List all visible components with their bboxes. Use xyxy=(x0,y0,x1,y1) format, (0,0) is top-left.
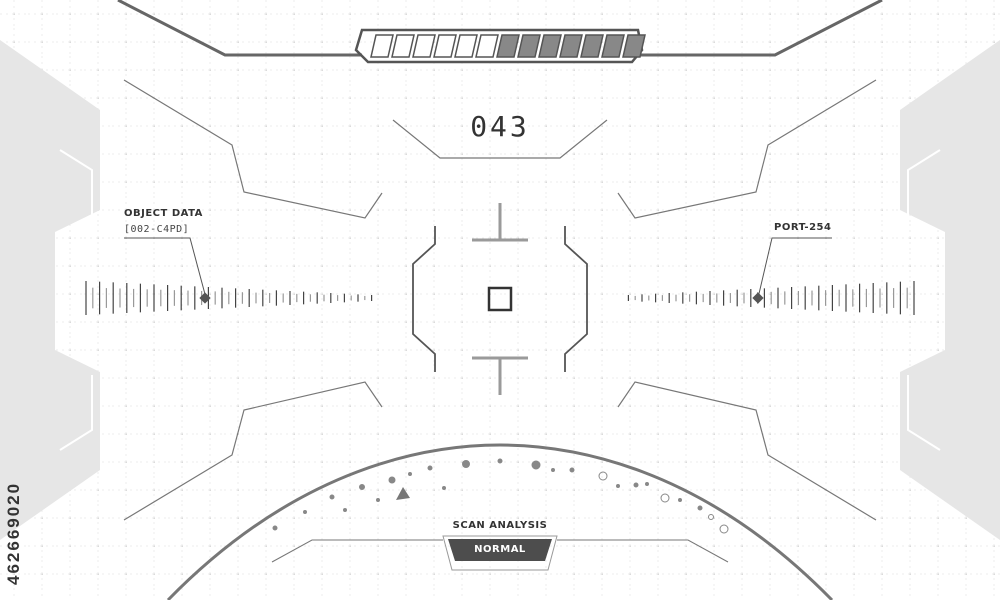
left-panel-inner-line xyxy=(59,149,93,451)
left-tick-ruler xyxy=(85,281,373,315)
scan-dot xyxy=(359,484,365,490)
segment-bar-cell xyxy=(370,34,394,58)
scan-dot xyxy=(678,498,682,502)
segment-bar-cell xyxy=(496,34,520,58)
scan-dot xyxy=(343,508,347,512)
object-data-pointer-line xyxy=(124,237,207,299)
scan-dot xyxy=(427,465,433,471)
scan-analysis-title: SCAN ANALYSIS xyxy=(452,520,548,531)
scan-dot xyxy=(272,525,278,531)
bracket-bottom-right xyxy=(617,381,877,521)
scan-dot xyxy=(388,476,396,484)
scanner-arc xyxy=(166,443,834,600)
counter-bracket xyxy=(392,119,608,159)
object-data-title: OBJECT DATA xyxy=(124,208,203,219)
scan-dot xyxy=(708,514,714,520)
center-reticle xyxy=(412,203,588,395)
right-side-panel xyxy=(900,40,1000,540)
segment-bar-cell xyxy=(580,34,604,58)
scan-dot xyxy=(719,524,729,534)
segment-bar-frame xyxy=(354,28,644,64)
scan-arrow-icon xyxy=(396,487,410,500)
status-badge: NORMAL xyxy=(474,544,526,555)
segment-bar-cell xyxy=(433,34,457,58)
segment-bar-cell xyxy=(538,34,562,58)
segment-bar xyxy=(370,34,646,58)
left-side-panel xyxy=(0,40,100,540)
object-data-code: [002-C4PD] xyxy=(124,224,190,235)
bracket-top-left xyxy=(123,79,383,219)
object-data-marker xyxy=(199,292,211,304)
port-pointer-line xyxy=(757,237,832,299)
scan-dot xyxy=(497,458,503,464)
segment-bar-cell xyxy=(559,34,583,58)
status-badge-frame xyxy=(442,535,558,571)
right-tick-ruler xyxy=(627,281,915,315)
segment-bar-cell xyxy=(622,34,646,58)
segment-bar-cell xyxy=(517,34,541,58)
segment-bar-cell xyxy=(601,34,625,58)
scan-dot xyxy=(442,486,446,490)
status-badge-background xyxy=(448,539,552,561)
scan-dot xyxy=(616,484,620,488)
stock-id-watermark: 462669020 xyxy=(4,481,23,585)
bracket-bottom-left xyxy=(123,381,383,521)
scan-dot xyxy=(645,482,649,486)
segment-bar-cell xyxy=(475,34,499,58)
bracket-top-right xyxy=(617,79,877,219)
segment-bar-cell xyxy=(391,34,415,58)
top-frame-right xyxy=(638,0,883,57)
port-marker xyxy=(752,292,764,304)
right-panel-inner-line xyxy=(907,149,941,451)
scan-dot xyxy=(697,505,703,511)
target-square-icon xyxy=(487,286,513,312)
scan-dot xyxy=(462,460,470,468)
scanner-inner-line-left xyxy=(271,539,443,563)
scanner-inner-line-right xyxy=(557,539,729,563)
scan-dot xyxy=(633,482,639,488)
segment-bar-cell xyxy=(454,34,478,58)
scan-dots xyxy=(272,458,729,534)
scan-dot xyxy=(329,494,335,500)
scan-dot xyxy=(569,467,575,473)
scan-dot xyxy=(303,510,307,514)
port-label: PORT-254 xyxy=(774,222,832,233)
scan-dot xyxy=(660,493,670,503)
scan-dot xyxy=(531,460,541,470)
segment-bar-cell xyxy=(412,34,436,58)
scan-dot xyxy=(598,471,608,481)
top-frame-left xyxy=(117,0,362,57)
scan-dot xyxy=(376,498,380,502)
counter-readout: 043 xyxy=(470,110,530,143)
scan-dot xyxy=(408,472,412,476)
scan-dot xyxy=(551,468,555,472)
